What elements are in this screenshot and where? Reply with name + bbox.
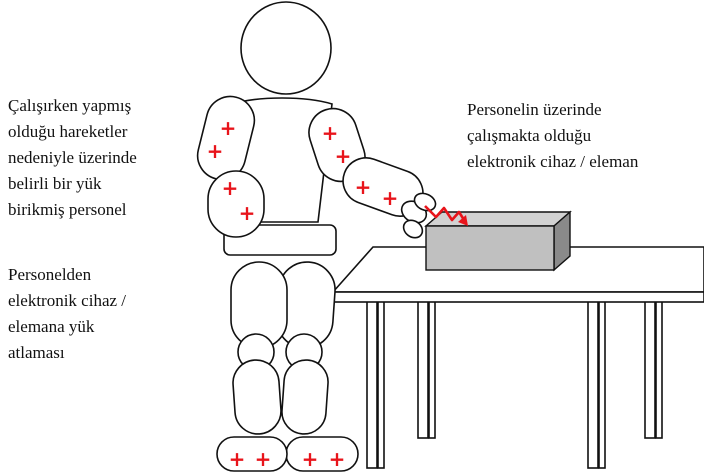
charge-plus-icon: + xyxy=(335,144,352,168)
charge-plus-icon: + xyxy=(329,447,346,471)
person-label-line: birikmiş personel xyxy=(8,197,137,223)
discharge-label-line: elektronik cihaz / xyxy=(8,288,126,314)
head xyxy=(241,2,331,94)
charged-person xyxy=(193,2,439,471)
table-legs xyxy=(367,300,662,468)
device-label-line: elektronik cihaz / eleman xyxy=(467,149,638,175)
charge-plus-icon: + xyxy=(322,121,339,145)
person-label-line: Çalışırken yapmış xyxy=(8,93,137,119)
charge-plus-icon: + xyxy=(229,447,246,471)
charge-plus-icon: + xyxy=(255,447,272,471)
charge-plus-icon: + xyxy=(222,176,239,200)
person-label-line: olduğu hareketler xyxy=(8,119,137,145)
charge-plus-icon: + xyxy=(355,175,372,199)
charge-plus-icon: + xyxy=(302,447,319,471)
device-label: Personelin üzerinde çalışmakta olduğu el… xyxy=(467,97,638,175)
left-leg xyxy=(217,262,287,471)
device-front xyxy=(426,226,554,270)
device-label-line: çalışmakta olduğu xyxy=(467,123,638,149)
discharge-label: Personelden elektronik cihaz / elemana y… xyxy=(8,262,126,366)
charge-plus-icon: + xyxy=(239,201,256,225)
person-label-line: nedeniyle üzerinde xyxy=(8,145,137,171)
table-edge xyxy=(333,292,704,302)
charge-plus-icon: + xyxy=(220,116,237,140)
person-label: Çalışırken yapmış olduğu hareketler nede… xyxy=(8,93,137,223)
discharge-label-line: elemana yük xyxy=(8,314,126,340)
device-label-line: Personelin üzerinde xyxy=(467,97,638,123)
charge-plus-icon: + xyxy=(382,186,399,210)
electronic-device xyxy=(426,212,570,270)
charge-plus-icon: + xyxy=(207,139,224,163)
table xyxy=(333,247,704,468)
discharge-label-line: atlaması xyxy=(8,340,126,366)
person-label-line: belirli bir yük xyxy=(8,171,137,197)
discharge-label-line: Personelden xyxy=(8,262,126,288)
